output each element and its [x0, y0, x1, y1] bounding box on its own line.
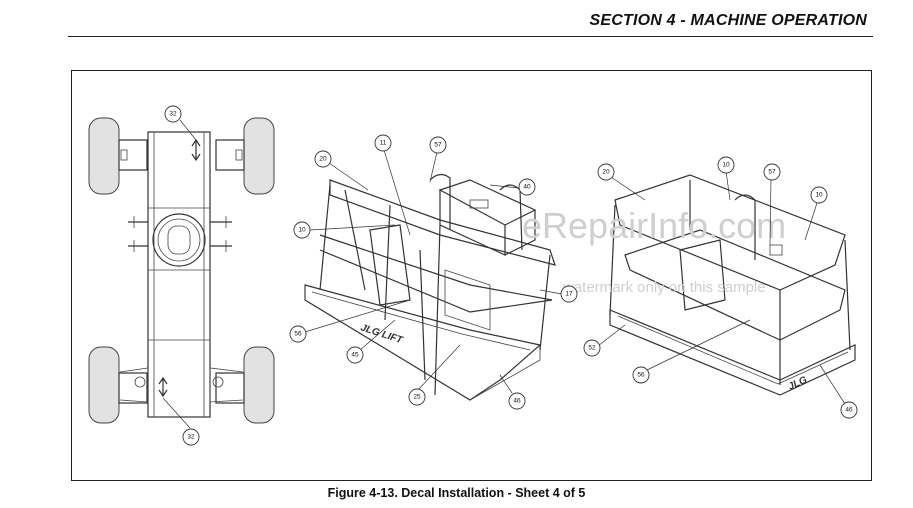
callout-45: 45 — [346, 346, 364, 364]
callout-46-right: 46 — [840, 401, 858, 419]
figure-frame — [71, 70, 872, 481]
figure-caption: Figure 4-13. Decal Installation - Sheet … — [327, 486, 586, 500]
callout-17: 17 — [560, 285, 578, 303]
callout-10-right-top: 10 — [717, 156, 735, 174]
svg-text:57: 57 — [434, 142, 442, 149]
callout-leaders — [162, 119, 846, 429]
svg-text:10: 10 — [722, 162, 730, 169]
svg-text:45: 45 — [351, 352, 359, 359]
callout-10-right-side: 10 — [810, 186, 828, 204]
svg-text:JLG: JLG — [787, 374, 809, 392]
tire-front-left — [88, 117, 120, 195]
svg-text:JLG LIFT: JLG LIFT — [359, 322, 404, 346]
callout-20-left: 20 — [314, 150, 332, 168]
callout-25: 25 — [408, 388, 426, 406]
header-rule — [68, 36, 873, 37]
callout-20-right: 20 — [597, 163, 615, 181]
svg-text:46: 46 — [513, 398, 521, 405]
svg-text:56: 56 — [294, 331, 302, 338]
platform-left-isometric: JLG LIFT — [304, 173, 556, 401]
svg-text:20: 20 — [602, 169, 610, 176]
callout-11: 11 — [374, 134, 392, 152]
callout-56-right: 56 — [632, 366, 650, 384]
svg-text:57: 57 — [768, 169, 776, 176]
callout-10-left: 10 — [293, 221, 311, 239]
svg-text:10: 10 — [298, 227, 306, 234]
callout-32-bottom: 32 — [182, 428, 200, 446]
callout-57-right: 57 — [763, 163, 781, 181]
callout-57-left: 57 — [429, 136, 447, 154]
svg-text:32: 32 — [169, 111, 177, 118]
watermark-domain: eRepairInfo.com — [522, 205, 786, 246]
svg-text:17: 17 — [565, 291, 573, 298]
section-title: SECTION 4 - MACHINE OPERATION — [589, 12, 867, 29]
svg-text:52: 52 — [588, 345, 596, 352]
svg-text:40: 40 — [523, 184, 531, 191]
tire-front-right — [243, 117, 275, 195]
tire-rear-left — [88, 346, 120, 424]
callout-52: 52 — [583, 339, 601, 357]
svg-text:56: 56 — [637, 372, 645, 379]
chassis-top-view — [88, 117, 275, 424]
svg-text:32: 32 — [187, 434, 195, 441]
svg-text:25: 25 — [413, 394, 421, 401]
callout-40: 40 — [518, 178, 536, 196]
svg-text:10: 10 — [815, 192, 823, 199]
callout-32-top: 32 — [164, 105, 182, 123]
tire-rear-right — [243, 346, 275, 424]
svg-text:46: 46 — [845, 407, 853, 414]
svg-text:20: 20 — [319, 156, 327, 163]
watermark-note: watermark only on this sample — [562, 279, 766, 296]
callout-46-left: 46 — [508, 392, 526, 410]
callout-56-left: 56 — [289, 325, 307, 343]
svg-text:11: 11 — [380, 140, 387, 147]
platform-right-isometric: JLG — [609, 174, 856, 396]
